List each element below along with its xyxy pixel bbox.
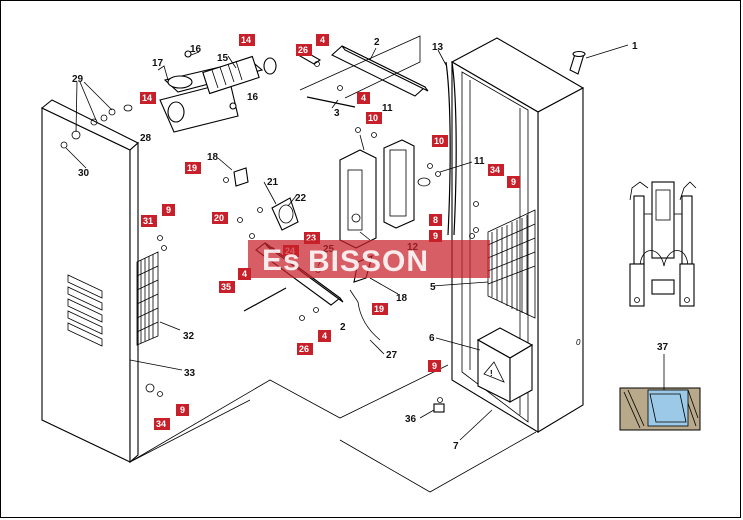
- door-filter-mesh: [136, 251, 159, 346]
- tag-19: 19: [372, 303, 388, 315]
- tag-9: 9: [428, 360, 441, 372]
- svg-text:8: 8: [433, 215, 438, 225]
- tag-35: 35: [219, 281, 235, 293]
- cabinet-body: ! 0: [445, 37, 586, 433]
- red-reference-tags: 14 14 26 26 4 4 4 4 10 10 19 19 20 23 24…: [140, 34, 520, 430]
- part-label: 36: [405, 414, 417, 425]
- tag-4: 4: [316, 34, 329, 46]
- tag-14: 14: [140, 92, 156, 104]
- tag-9: 9: [162, 204, 175, 216]
- svg-text:9: 9: [433, 231, 438, 241]
- guide-rail-top: [331, 45, 429, 97]
- tag-10: 10: [366, 112, 382, 124]
- part-label: 11: [474, 156, 485, 167]
- svg-text:9: 9: [432, 361, 437, 371]
- part-label: 3: [334, 108, 340, 119]
- tag-9: 9: [176, 404, 189, 416]
- electrical-box: !: [476, 327, 534, 403]
- svg-text:10: 10: [368, 113, 378, 123]
- part-label: 21: [267, 177, 279, 188]
- svg-text:9: 9: [166, 205, 171, 215]
- part-label: 7: [453, 441, 459, 452]
- tag-26: 26: [296, 44, 312, 56]
- svg-text:4: 4: [361, 93, 366, 103]
- svg-text:34: 34: [490, 165, 500, 175]
- svg-text:!: !: [490, 369, 493, 378]
- svg-text:20: 20: [214, 213, 224, 223]
- part-label: 27: [386, 350, 398, 361]
- part-number-labels: 1 2 2 3 5 6 7 11 11 12 13 15 16 16 17 18…: [72, 37, 669, 452]
- part-label: 16: [247, 92, 259, 103]
- svg-text:19: 19: [374, 304, 384, 314]
- svg-text:9: 9: [180, 405, 185, 415]
- svg-text:35: 35: [221, 282, 231, 292]
- cabinet-vent-grille: [487, 209, 536, 319]
- part-label: 15: [217, 53, 229, 64]
- part-label: 13: [432, 42, 444, 53]
- part-label: 2: [374, 37, 380, 48]
- svg-text:14: 14: [241, 35, 251, 45]
- bracket-assembly: [233, 167, 299, 231]
- part-label: 29: [72, 74, 84, 85]
- svg-text:26: 26: [299, 344, 309, 354]
- part-label: 11: [382, 103, 393, 114]
- tag-4: 4: [238, 268, 251, 280]
- tag-4: 4: [318, 330, 331, 342]
- svg-text:4: 4: [242, 269, 247, 279]
- part-label: 17: [152, 58, 164, 69]
- watermark: Es BISSON: [248, 240, 490, 278]
- inset-chassis-view: [629, 181, 697, 307]
- chassis-frame: [339, 139, 431, 249]
- tag-9: 9: [507, 176, 520, 188]
- tag-20: 20: [212, 212, 228, 224]
- tag-4: 4: [357, 92, 370, 104]
- svg-text:0: 0: [576, 338, 581, 347]
- svg-text:10: 10: [434, 136, 444, 146]
- svg-text:9: 9: [511, 177, 516, 187]
- svg-text:BISSON: BISSON: [308, 245, 429, 278]
- tag-10: 10: [432, 135, 448, 147]
- tag-19: 19: [185, 162, 201, 174]
- door-louvres: [67, 274, 103, 347]
- part-label: 1: [632, 41, 638, 52]
- part-label: 5: [430, 282, 436, 293]
- svg-text:4: 4: [320, 35, 325, 45]
- inset-glass-panel: [619, 354, 701, 431]
- tag-34: 34: [488, 164, 504, 176]
- part-label: 33: [184, 368, 196, 379]
- svg-text:14: 14: [142, 93, 152, 103]
- svg-text:26: 26: [298, 45, 308, 55]
- part-label: 32: [183, 331, 195, 342]
- part-label: 37: [657, 342, 669, 353]
- tag-34: 34: [154, 418, 170, 430]
- tag-26: 26: [297, 343, 313, 355]
- part-label: 6: [429, 333, 435, 344]
- leader-lines: [65, 44, 629, 441]
- part-label: 16: [190, 44, 202, 55]
- part-label: 2: [340, 322, 346, 333]
- part-label: 18: [207, 152, 219, 163]
- svg-text:31: 31: [143, 216, 153, 226]
- part-label: 22: [295, 193, 307, 204]
- tag-8: 8: [429, 214, 442, 226]
- svg-text:34: 34: [156, 419, 166, 429]
- part-label: 18: [396, 293, 408, 304]
- tag-14: 14: [239, 34, 255, 46]
- motor-assembly: [157, 50, 322, 133]
- svg-text:Es: Es: [262, 244, 301, 277]
- svg-text:19: 19: [187, 163, 197, 173]
- part-label: 30: [78, 168, 90, 179]
- tag-31: 31: [141, 215, 157, 227]
- svg-text:4: 4: [322, 331, 327, 341]
- tag-9: 9: [429, 230, 442, 242]
- screws: [90, 61, 479, 413]
- cabinet-door: [40, 99, 159, 464]
- svg-text:23: 23: [306, 233, 316, 243]
- part-label: 28: [140, 133, 152, 144]
